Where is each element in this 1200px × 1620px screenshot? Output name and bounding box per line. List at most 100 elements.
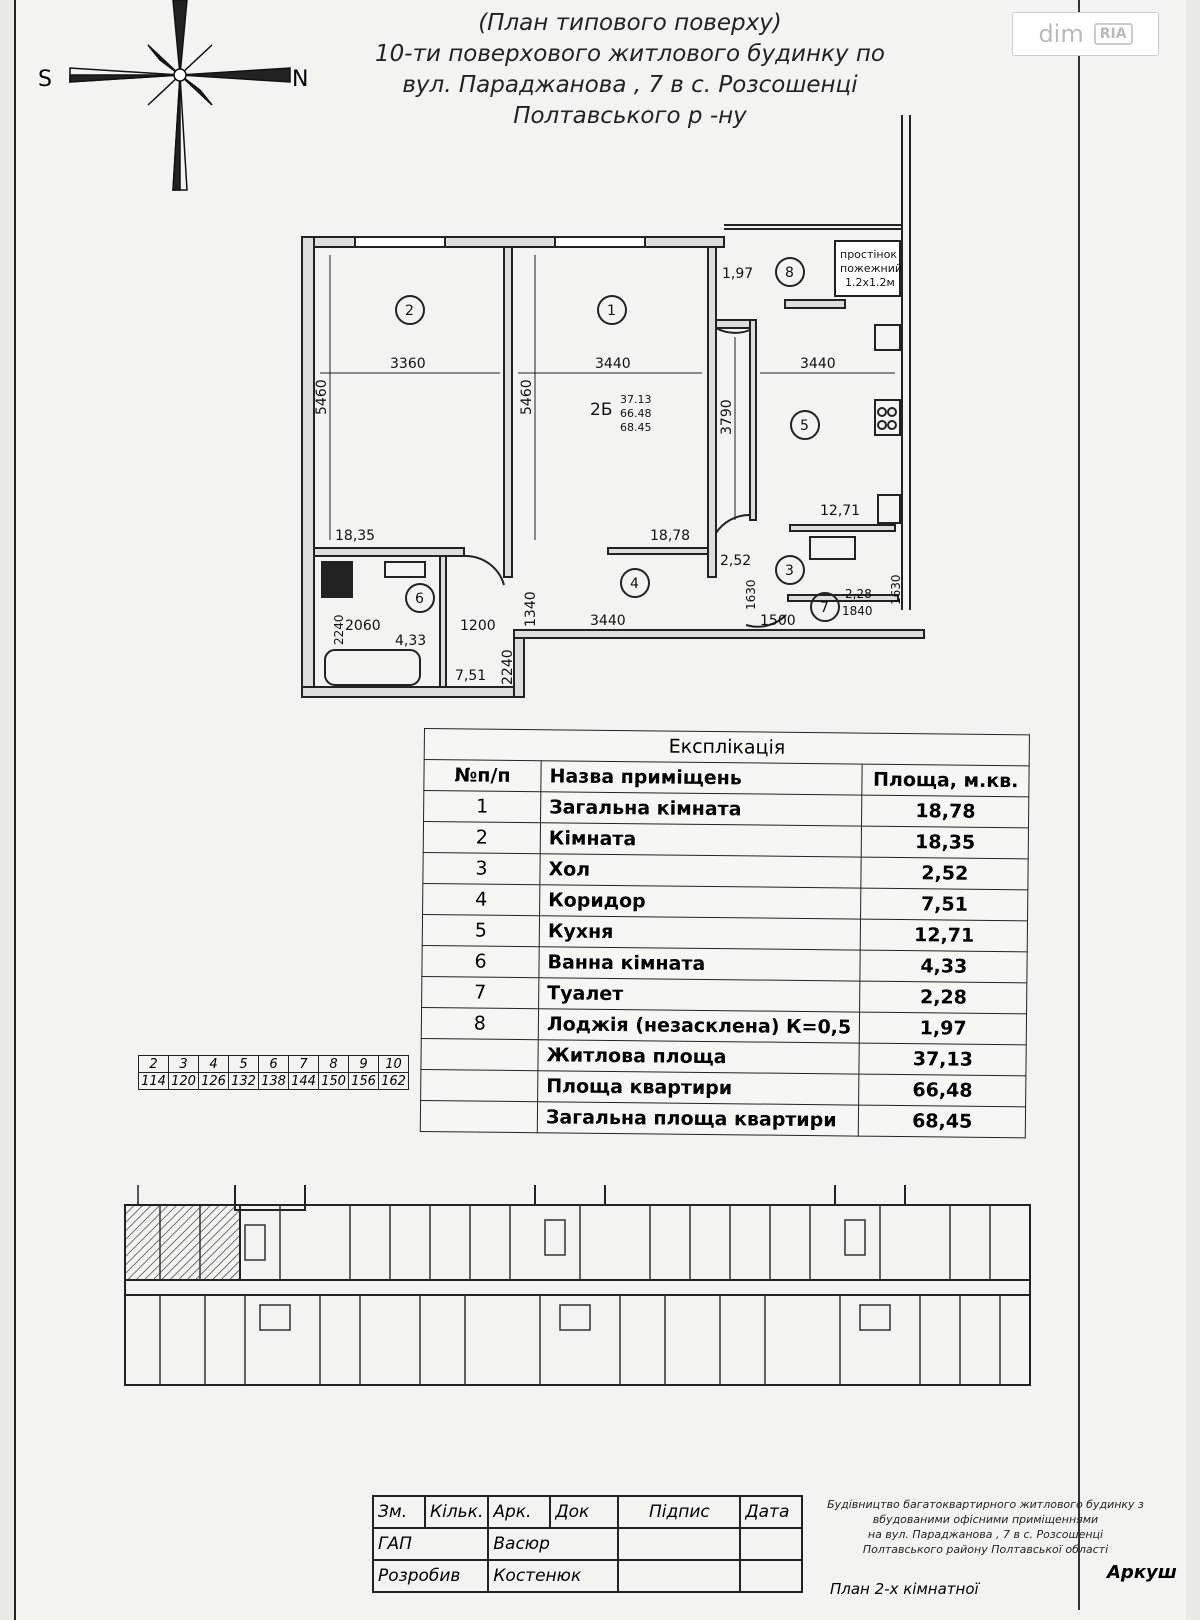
compass-north: N xyxy=(292,67,308,92)
apartment-cell: 138 xyxy=(258,1072,289,1090)
stamp-header: Док xyxy=(549,1495,620,1529)
room-number-7: 7 xyxy=(820,600,829,616)
floor-cell: 8 xyxy=(318,1055,349,1073)
logo-badge: RIA xyxy=(1093,23,1133,45)
floor-cell: 6 xyxy=(258,1055,289,1073)
header-num: №п/п xyxy=(423,759,542,792)
floor-plan: 2 1 3 4 5 6 7 8 2Б 37.13 66.48 68.45 18,… xyxy=(301,115,925,698)
row-name: Лоджія (незасклена) К=0,5 xyxy=(538,1008,860,1044)
stamp-header: Дата xyxy=(739,1495,804,1529)
stamp-gap-name: Васюр xyxy=(487,1527,620,1561)
area-apartment: 66.48 xyxy=(620,407,652,420)
apartment-cell: 162 xyxy=(378,1072,409,1090)
apartment-cell: 156 xyxy=(348,1072,379,1090)
dim-3790: 3790 xyxy=(719,399,735,435)
stamp-dev-row: Розробив Костенюк xyxy=(371,1559,804,1593)
title-line-3: вул. Параджанова , 7 в с. Розсошенці xyxy=(402,72,858,98)
title-line-1: (План типового поверху) xyxy=(478,10,782,36)
dim-3440-b: 3440 xyxy=(800,356,836,372)
area-room-3: 2,52 xyxy=(720,553,751,569)
apartment-cell: 132 xyxy=(228,1072,259,1090)
explication-table: Експлікація №п/п Назва приміщень Площа, … xyxy=(419,728,1031,1139)
dim-2060: 2060 xyxy=(345,618,381,634)
apartment-cell: 114 xyxy=(138,1072,169,1090)
apartment-cell: 120 xyxy=(168,1072,199,1090)
total-name: Житлова площа xyxy=(537,1039,860,1075)
plan-title: План 2-х кімнатної xyxy=(830,1580,979,1598)
project-description: Будівництво багатоквартирного житлового … xyxy=(813,1497,1158,1557)
dim-5460-a: 5460 xyxy=(314,379,330,415)
row-name: Загальна кімната xyxy=(540,791,863,827)
drawing-frame xyxy=(16,0,1080,1610)
dim-3440-a: 3440 xyxy=(595,356,631,372)
floor-row: 2 3 4 5 6 7 8 9 10 xyxy=(138,1055,409,1073)
row-name: Коридор xyxy=(539,884,862,920)
dim-3440-c: 3440 xyxy=(590,613,626,629)
row-area: 2,52 xyxy=(861,857,1029,890)
area-room-2: 18,35 xyxy=(335,528,375,544)
row-area: 2,28 xyxy=(859,981,1028,1014)
area-room-8: 1,97 xyxy=(722,266,753,282)
area-room-4: 7,51 xyxy=(455,668,486,684)
row-num: 4 xyxy=(422,883,540,916)
dim-2240-b: 2240 xyxy=(500,649,516,685)
row-area: 18,78 xyxy=(861,795,1030,828)
apartment-number-row: 114 120 126 132 138 144 150 156 162 xyxy=(138,1072,409,1090)
row-num: 6 xyxy=(421,945,540,978)
stamp-gap-row: ГАП Васюр xyxy=(371,1527,804,1561)
row-area: 12,71 xyxy=(860,919,1028,952)
room-number-1: 1 xyxy=(607,303,616,319)
dim-1340: 1340 xyxy=(523,591,539,627)
project-desc-line-2: вбудованими офісними приміщеннями xyxy=(872,1513,1099,1526)
fire-wall-note-1: простінок xyxy=(840,248,897,261)
dim-3360: 3360 xyxy=(390,356,426,372)
stamp-gap-label: ГАП xyxy=(371,1527,490,1561)
area-living: 37.13 xyxy=(620,393,652,406)
room-number-6: 6 xyxy=(415,591,424,607)
floor-cell: 5 xyxy=(228,1055,259,1073)
stamp-header: Підпис xyxy=(617,1495,742,1529)
title-block-table: Зм. Кільк. Арк. Док Підпис Дата ГАП Васю… xyxy=(371,1495,804,1593)
area-total: 68.45 xyxy=(620,421,652,434)
row-num: 1 xyxy=(423,790,541,823)
room-number-5: 5 xyxy=(800,418,809,434)
project-desc-line-1: Будівництво багатоквартирного житлового … xyxy=(827,1498,1144,1511)
stamp-header: Арк. xyxy=(487,1495,552,1529)
dim-1630-a: 1630 xyxy=(744,579,758,610)
row-num: 8 xyxy=(421,1007,539,1040)
total-area: 68,45 xyxy=(858,1105,1026,1138)
apartment-cell: 126 xyxy=(198,1072,229,1090)
row-name: Туалет xyxy=(538,977,861,1013)
fire-wall-note-2: пожежний xyxy=(840,262,902,275)
room-number-2: 2 xyxy=(405,303,414,319)
dim-2240-a: 2240 xyxy=(332,614,346,645)
dim-ria-logo: dim RIA xyxy=(1012,12,1159,56)
total-area: 37,13 xyxy=(859,1043,1027,1076)
stamp-dev-name: Костенюк xyxy=(487,1559,620,1593)
stamp-dev-label: Розробив xyxy=(371,1559,490,1593)
area-room-5: 12,71 xyxy=(820,503,860,519)
floor-cell: 7 xyxy=(288,1055,319,1073)
apartment-cell: 150 xyxy=(318,1072,349,1090)
floor-cell: 2 xyxy=(138,1055,169,1073)
total-name: Загальна площа квартири xyxy=(537,1101,859,1137)
area-room-7: 2,28 xyxy=(845,587,872,601)
room-number-3: 3 xyxy=(785,563,794,579)
title-line-4: Полтавського р -ну xyxy=(513,103,747,129)
stamp-header: Кільк. xyxy=(423,1495,490,1529)
dim-1500: 1500 xyxy=(760,613,796,629)
row-num: 7 xyxy=(421,976,539,1009)
project-desc-line-4: Полтавського району Полтавської області xyxy=(862,1543,1109,1556)
area-room-1: 18,78 xyxy=(650,528,690,544)
dim-1840: 1840 xyxy=(842,604,873,618)
page-title: (План типового поверху) 10-ти поверховог… xyxy=(330,8,930,132)
row-area: 7,51 xyxy=(860,888,1029,921)
dim-1630-b: 1630 xyxy=(889,574,903,605)
stamp-header-row: Зм. Кільк. Арк. Док Підпис Дата xyxy=(372,1495,804,1529)
stamp-header: Зм. xyxy=(372,1495,426,1529)
sheet-label: Аркуш xyxy=(1107,1562,1177,1583)
dim-1200: 1200 xyxy=(460,618,496,634)
apartment-type: 2Б xyxy=(590,400,612,420)
row-area: 1,97 xyxy=(859,1012,1027,1045)
area-room-6: 4,33 xyxy=(395,633,426,649)
